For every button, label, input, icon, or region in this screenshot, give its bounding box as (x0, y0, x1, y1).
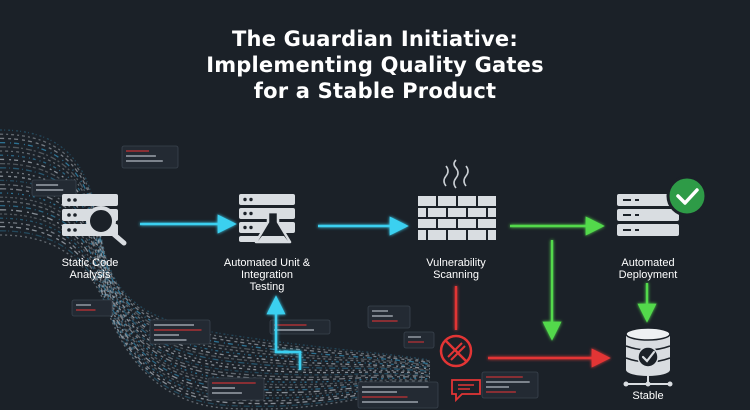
label-line: Deployment (618, 269, 678, 281)
title-line-1: The Guardian Initiative: (232, 27, 518, 51)
blocked-build-icon (439, 334, 473, 368)
label-line: Vulnerability (426, 257, 486, 269)
code-stream-line (0, 179, 431, 376)
code-stream-line (0, 217, 431, 399)
code-stream-line (0, 129, 431, 361)
stage-label-deployment: Automated Deployment (598, 257, 698, 281)
code-snippet-card (269, 319, 331, 335)
label-line: Static Code (61, 257, 119, 269)
code-stream-background (0, 129, 431, 410)
code-stream-line (0, 137, 431, 364)
flow-arrows (140, 214, 657, 370)
code-stream-line (0, 221, 431, 402)
arrow-testing-feedback (266, 295, 302, 370)
code-stream-line (0, 158, 431, 370)
stage-label-vulnerability-scanning: Vulnerability Scanning (406, 257, 506, 281)
code-stream-line (0, 234, 431, 410)
code-stream-line (0, 150, 431, 367)
code-stream-line (0, 196, 431, 386)
label-line: Automated (621, 257, 675, 269)
code-stream-line (0, 204, 431, 391)
title-line-2: Implementing Quality Gates (206, 53, 544, 77)
server-magnifier-icon (62, 194, 127, 246)
code-snippet-card (121, 145, 179, 169)
code-stream-line (0, 213, 431, 396)
server-flask-icon (239, 194, 295, 244)
code-stream-line (0, 230, 431, 407)
error-message-icon (451, 379, 481, 403)
stage-label-stable: Stable (598, 390, 698, 402)
label-line: Stable (632, 390, 664, 402)
label-line: Analysis (69, 269, 111, 281)
label-line: Scanning (433, 269, 479, 281)
firewall-icon (418, 159, 496, 240)
code-snippet-card (149, 319, 211, 345)
code-stream-line (0, 133, 431, 362)
label-line: Testing (249, 281, 285, 293)
title-line-3: for a Stable Product (253, 79, 497, 103)
code-stream-line (0, 141, 431, 365)
code-snippet-card (31, 179, 77, 197)
code-stream-line (0, 146, 431, 366)
code-stream-line (0, 183, 431, 378)
code-stream-line (0, 175, 431, 375)
code-snippet-card (367, 305, 411, 329)
code-snippet-cards (31, 145, 539, 409)
code-snippet-card (403, 331, 435, 349)
stage-label-static-analysis: Static Code Analysis (40, 257, 140, 281)
diagram-title: The Guardian Initiative: Implementing Qu… (0, 26, 750, 104)
stage-label-testing: Automated Unit & Integration Testing (212, 257, 322, 293)
code-snippet-card (207, 377, 265, 401)
label-line: Automated Unit & (223, 257, 311, 269)
code-snippet-card (357, 381, 439, 409)
code-snippet-card (71, 299, 113, 317)
code-stream-line (0, 192, 431, 383)
code-snippet-card (481, 371, 539, 399)
label-line: Integration (241, 269, 293, 281)
code-stream-line (0, 167, 431, 372)
database-check-icon (623, 327, 673, 387)
server-check-icon (617, 175, 708, 236)
code-stream-line (0, 225, 431, 405)
code-stream-line (0, 209, 431, 394)
